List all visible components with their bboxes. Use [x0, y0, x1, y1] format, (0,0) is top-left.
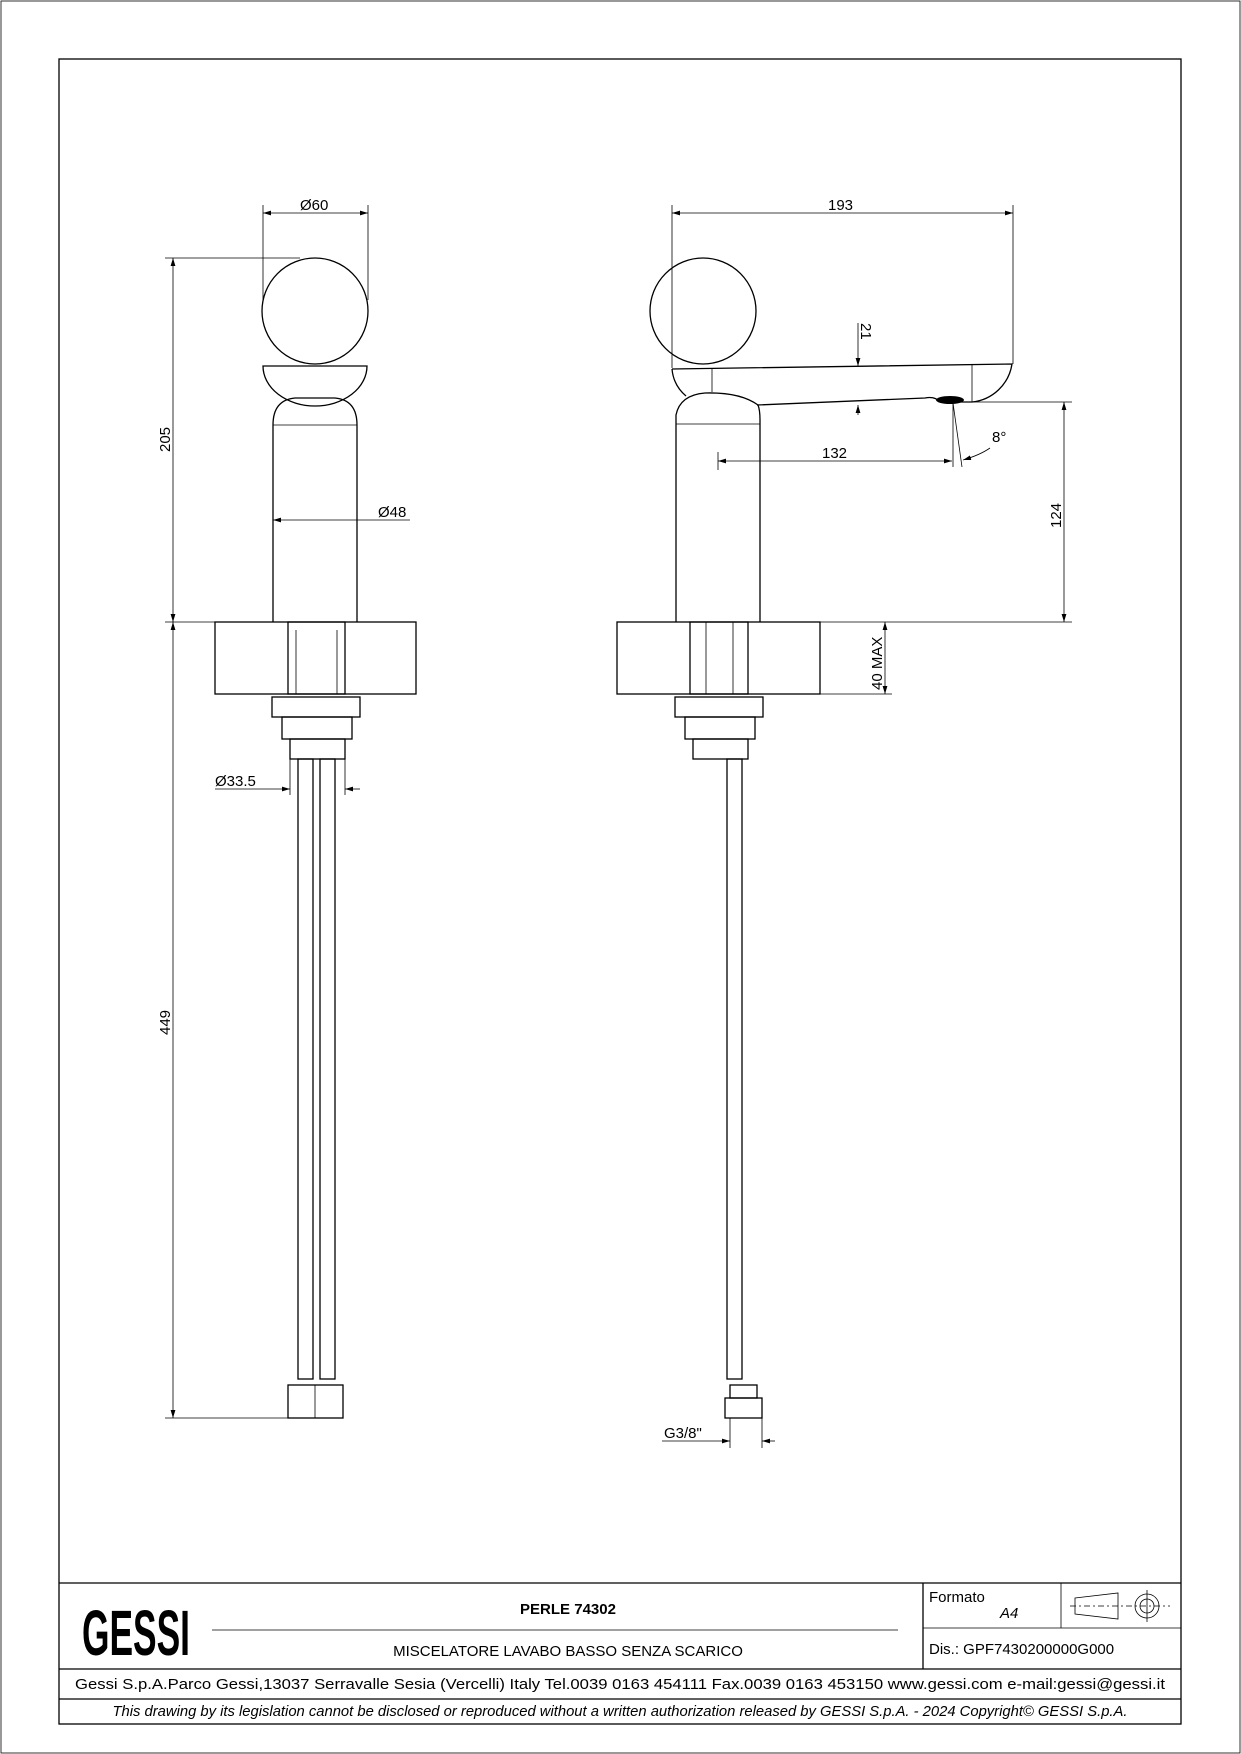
hose-nut-side [724, 1397, 763, 1419]
dim-reach-132: 132 [822, 445, 847, 462]
company-info: Gessi S.p.A.Parco Gessi,13037 Serravalle… [75, 1676, 1166, 1693]
fixing-nut [271, 696, 361, 718]
counter-section [214, 621, 417, 695]
handle-ball-side [649, 257, 757, 365]
dim-pipe-diameter: Ø33.5 [215, 773, 256, 790]
dim-40-max: 40 MAX [869, 637, 886, 690]
hose-nut [287, 1384, 344, 1419]
side-view: 193 21 132 8° 124 40 MAX G3/8" [616, 197, 1072, 1448]
format-label: Formato [929, 1589, 985, 1606]
body [272, 397, 358, 622]
projection-symbol-icon [1070, 1590, 1170, 1622]
hose-right [319, 758, 336, 1380]
counter-section-side [616, 621, 821, 695]
drawing-frame [58, 58, 1182, 1725]
title-block: GESSI PERLE 74302 MISCELATORE LAVABO BAS… [59, 1582, 1181, 1720]
hose-left [297, 758, 314, 1380]
dim-angle-8: 8° [992, 429, 1006, 446]
dim-height-124: 124 [1048, 503, 1065, 528]
disclaimer: This drawing by its legislation cannot b… [113, 1703, 1128, 1720]
product-description: MISCELATORE LAVABO BASSO SENZA SCARICO [393, 1643, 743, 1660]
body-side [675, 392, 761, 622]
product-title: PERLE 74302 [520, 1601, 616, 1618]
dim-hose-449: 449 [157, 1010, 174, 1035]
gessi-logo: GESSI [82, 1597, 190, 1669]
hose-side [726, 758, 743, 1380]
drawing-number: Dis.: GPF7430200000G000 [929, 1641, 1114, 1658]
handle-ball [261, 257, 369, 365]
front-view: Ø60 Ø48 205 449 Ø33.5 [157, 197, 417, 1419]
dim-overall-193: 193 [828, 197, 853, 214]
format-value: A4 [999, 1605, 1018, 1622]
dim-thread: G3/8" [664, 1425, 702, 1442]
dim-body-diameter: Ø48 [378, 504, 406, 521]
dim-spout-21: 21 [857, 323, 874, 340]
dim-height-205: 205 [157, 427, 174, 452]
cap [262, 365, 368, 407]
dim-ball-diameter: Ø60 [300, 197, 328, 214]
